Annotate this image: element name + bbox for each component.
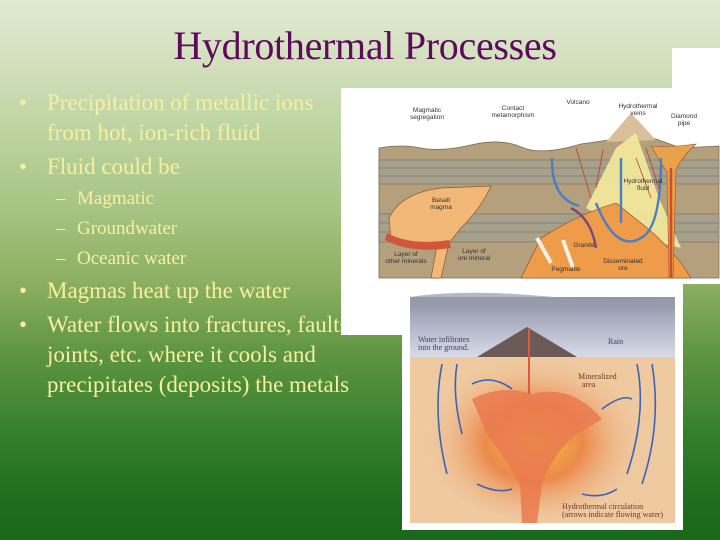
label-magmatic-segregation: Magmatic <box>413 107 442 114</box>
bullet-item: • Fluid could be <box>19 152 359 182</box>
svg-text:ore: ore <box>618 265 628 272</box>
sub-bullet-marker: – <box>56 188 66 209</box>
bullet-list: • Precipitation of metallic ions from hot… <box>19 88 359 404</box>
svg-text:ore mineral: ore mineral <box>458 255 491 262</box>
svg-text:pipe: pipe <box>678 120 691 127</box>
label-other-minerals: Layer of <box>394 251 418 258</box>
svg-text:magma: magma <box>430 204 452 211</box>
label-pegmatite: Pegmatite <box>551 266 581 273</box>
svg-text:segregation: segregation <box>410 114 444 121</box>
bullet-marker: • <box>19 312 28 337</box>
hydrothermal-circulation-diagram-panel: Water infiltrates into the ground. Rain … <box>402 284 683 530</box>
bullet-text: Precipitation of metallic ions from hot,… <box>47 90 314 145</box>
igneous-ore-diagram-panel: Magmatic segregation Contact metamorphis… <box>341 88 720 284</box>
sub-bullet-text: Magmatic <box>77 188 155 209</box>
bullet-item: • Magmas heat up the water <box>19 276 359 306</box>
hydrothermal-circulation-diagram: Water infiltrates into the ground. Rain … <box>410 292 675 523</box>
bullet-text: Water flows into fractures, faults, join… <box>47 312 355 397</box>
svg-text:into the ground.: into the ground. <box>418 343 469 352</box>
sub-bullet-marker: – <box>56 248 66 269</box>
sub-bullet-item: –Oceanic water <box>19 246 359 272</box>
svg-text:veins: veins <box>630 110 646 117</box>
label-rain: Rain <box>608 337 623 346</box>
sub-bullet-marker: – <box>56 218 66 239</box>
bullet-item: • Water flows into fractures, faults, joi… <box>19 310 359 400</box>
label-basalt-magma: Basalt <box>432 197 450 204</box>
svg-text:(arrows indicate flowing water: (arrows indicate flowing water) <box>562 510 663 519</box>
sub-bullet-item: –Magmatic <box>19 186 359 212</box>
bullet-marker: • <box>19 278 28 303</box>
bullet-item: • Precipitation of metallic ions from hot… <box>19 88 359 148</box>
sub-bullet-text: Groundwater <box>77 218 178 239</box>
svg-text:fluid: fluid <box>637 185 649 192</box>
label-granite: Granite <box>573 242 595 249</box>
svg-text:metamorphism: metamorphism <box>492 112 535 119</box>
slide-title: Hydrothermal Processes <box>173 23 557 68</box>
label-disseminated-ore: Disseminated <box>603 258 643 265</box>
label-mineralized-area: Mineralized <box>578 372 617 381</box>
label-ore-mineral: Layer of <box>462 248 486 255</box>
bullet-text: Magmas heat up the water <box>47 278 290 303</box>
svg-text:area: area <box>582 380 596 389</box>
bullet-marker: • <box>19 154 28 179</box>
svg-text:other minerals: other minerals <box>385 258 427 265</box>
white-panel-connector <box>341 284 402 335</box>
label-hydrothermal-fluid: Hydrothermal <box>623 178 663 185</box>
label-water-infiltrates: Water infiltrates <box>418 335 470 344</box>
label-hydrothermal-veins: Hydrothermal <box>618 103 658 110</box>
label-volcano: Volcano <box>566 99 590 106</box>
sub-bullet-text: Oceanic water <box>77 248 187 269</box>
white-panel-notch <box>672 48 720 88</box>
sub-bullet-item: –Groundwater <box>19 216 359 242</box>
bullet-marker: • <box>19 90 28 115</box>
label-hydrothermal-circulation: Hydrothermal circulation <box>562 502 643 511</box>
bullet-text: Fluid could be <box>47 154 180 179</box>
igneous-ore-diagram: Magmatic segregation Contact metamorphis… <box>378 99 720 279</box>
label-contact-metamorphism: Contact <box>502 105 525 112</box>
label-diamond-pipe: Diamond <box>671 113 697 120</box>
